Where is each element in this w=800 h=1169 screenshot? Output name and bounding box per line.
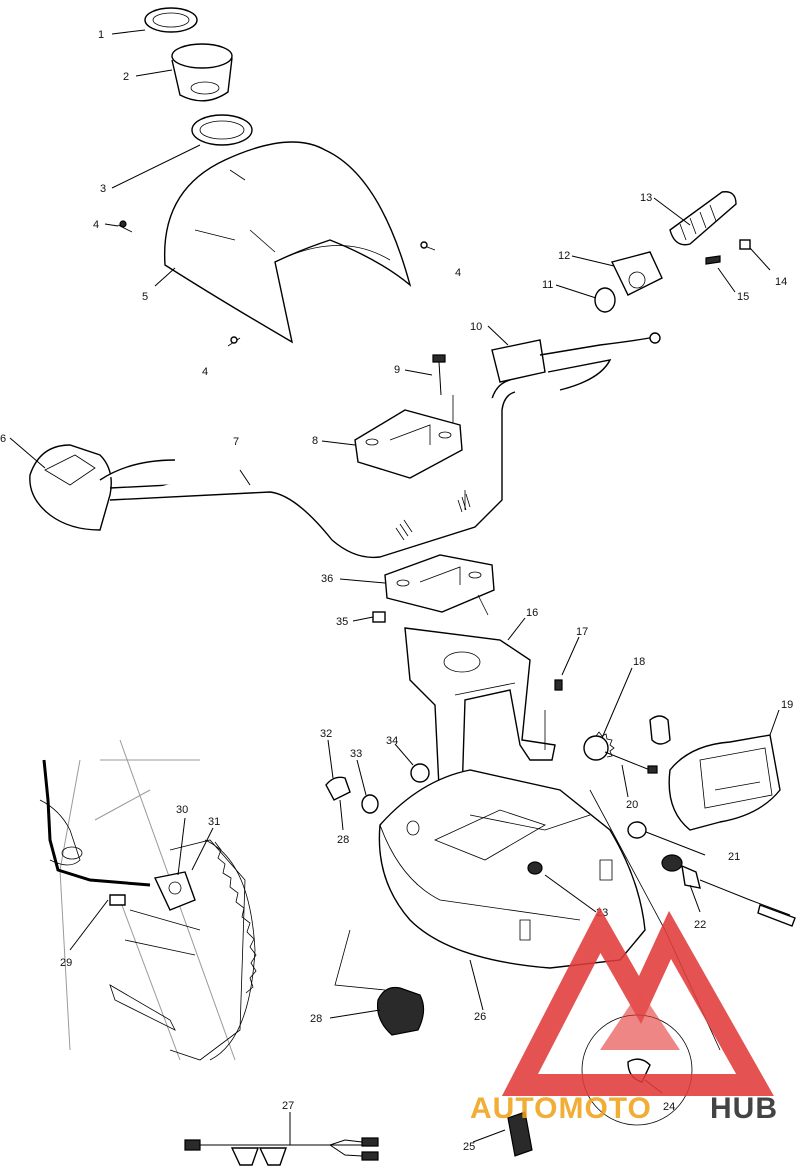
callout-13: 13 (640, 192, 652, 204)
callout-36: 36 (321, 573, 333, 585)
headlight-assembly (649, 715, 781, 831)
callout-18: 18 (633, 656, 645, 668)
callout-4c: 4 (202, 366, 208, 378)
callout-25: 25 (463, 1141, 475, 1153)
callout-2: 2 (123, 71, 129, 83)
callout-28a: 28 (310, 1013, 322, 1025)
callout-3: 3 (100, 183, 106, 195)
callout-19: 19 (781, 699, 793, 711)
hand-grip (669, 191, 737, 246)
callout-17: 17 (576, 626, 588, 638)
callout-5: 5 (142, 291, 148, 303)
ring-seal (144, 7, 198, 33)
callout-9: 9 (394, 364, 400, 376)
washer-34 (410, 763, 430, 783)
gauge-housing (171, 43, 233, 102)
watermark-text-hub: HUB (710, 1092, 778, 1125)
callout-31: 31 (208, 816, 220, 828)
throttle-sleeve (594, 287, 616, 313)
screw-4b (420, 241, 436, 251)
callout-27: 27 (282, 1100, 294, 1112)
speedo-drive-unit (153, 871, 196, 911)
callout-33: 33 (350, 748, 362, 760)
handlebar (109, 379, 516, 559)
callout-24: 24 (663, 1101, 675, 1113)
callout-14: 14 (775, 276, 787, 288)
callout-28b: 28 (337, 834, 349, 846)
callout-34: 34 (386, 735, 398, 747)
headlight-cowl (163, 141, 412, 344)
leader-lines (9, 29, 780, 1145)
upper-handlebar-clamp (354, 409, 463, 479)
aim-adjuster (583, 731, 615, 761)
o-ring (627, 821, 647, 839)
bracket-screw (554, 679, 563, 691)
watermark-triangle-logo (501, 906, 774, 1096)
speedo-cable (42, 759, 151, 887)
callout-12: 12 (558, 250, 570, 262)
callout-26: 26 (474, 1011, 486, 1023)
frame-background (39, 739, 257, 1061)
screw-4a (117, 220, 133, 233)
bezel-ring (191, 114, 253, 146)
switch-28-lower (376, 986, 425, 1036)
callout-15: 15 (737, 291, 749, 303)
callout-21: 21 (728, 851, 740, 863)
lower-handlebar-clamp (384, 554, 495, 613)
callout-10: 10 (470, 321, 482, 333)
left-master-cylinder (29, 444, 176, 531)
throttle-screw (705, 255, 721, 265)
callout-6: 6 (0, 433, 6, 445)
callout-22: 22 (694, 919, 706, 931)
nut-clip (372, 611, 386, 623)
callout-4a: 4 (93, 219, 99, 231)
callout-7: 7 (233, 436, 239, 448)
callout-32: 32 (320, 728, 332, 740)
connector-25 (507, 1111, 533, 1157)
screw-4c (227, 336, 241, 347)
bar-end-cap (739, 239, 751, 250)
washer-33 (361, 794, 379, 814)
clamp-bolt (432, 354, 446, 396)
callout-4b: 4 (455, 267, 461, 279)
callout-16: 16 (526, 607, 538, 619)
watermark-text-automoto: AUTOMOTO (470, 1092, 652, 1125)
callout-20: 20 (626, 799, 638, 811)
automotohub-watermark: AUTOMOTO HUB (470, 906, 778, 1125)
throttle-housing (610, 251, 663, 296)
aim-bolt (604, 751, 658, 774)
callout-30: 30 (176, 804, 188, 816)
callout-8: 8 (312, 435, 318, 447)
speedo-drive-bolt (109, 894, 126, 906)
right-master-cylinder (491, 332, 661, 391)
switch-28-upper (325, 776, 351, 801)
headlight-bracket (404, 627, 556, 809)
callout-29: 29 (60, 957, 72, 969)
callout-35: 35 (336, 616, 348, 628)
callout-11: 11 (542, 279, 553, 291)
bulb-socket-harness (661, 854, 796, 927)
callout-1: 1 (98, 29, 104, 41)
wiring-harness (184, 1137, 379, 1166)
callout-labels: 1 2 3 4 4 4 5 6 7 8 9 10 11 12 13 14 15 … (0, 29, 793, 1153)
